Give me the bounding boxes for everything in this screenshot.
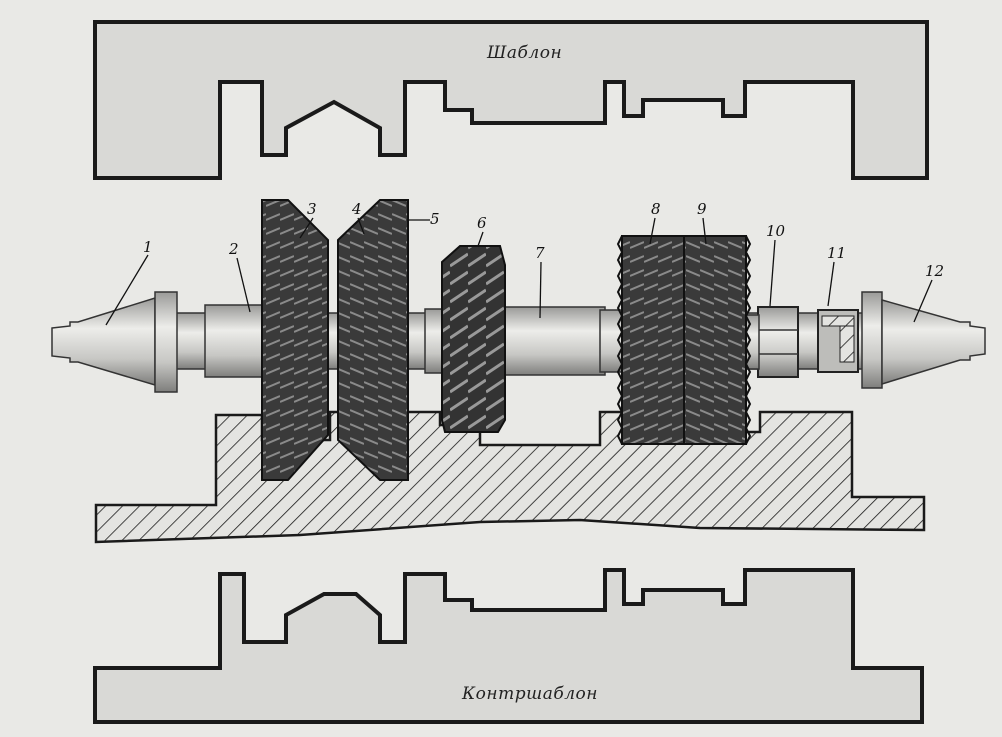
spacer-collar: [204, 304, 264, 378]
callout-11: 11: [827, 244, 847, 262]
callout-12: 12: [925, 262, 945, 280]
cutter-9: [683, 235, 747, 445]
spacer-collar: [504, 306, 606, 376]
template-label: Шаблон: [487, 43, 563, 63]
leader-lines: [105, 217, 933, 326]
hatched-base: [94, 410, 926, 544]
counter-template-outline: [93, 568, 924, 724]
callout-10: 10: [766, 222, 786, 240]
cutter-8: [621, 235, 685, 445]
right-flange: [861, 291, 883, 389]
callout-9: 9: [697, 200, 707, 218]
callout-1: 1: [143, 238, 153, 256]
cutter-4-5: [337, 199, 409, 481]
counter-template-label: Контршаблон: [462, 684, 598, 704]
callout-4: 4: [352, 200, 362, 218]
right-center-cone: [881, 299, 986, 386]
cutter-3: [261, 199, 329, 481]
callout-3: 3: [307, 200, 317, 218]
callout-7: 7: [535, 244, 545, 262]
clamping-nut: [757, 306, 799, 378]
left-flange: [154, 291, 178, 393]
callout-8: 8: [651, 200, 661, 218]
cutter-6: [441, 245, 506, 433]
left-center-cone: [51, 296, 156, 387]
callout-6: 6: [477, 214, 487, 232]
callout-5: 5: [430, 210, 440, 228]
callout-2: 2: [229, 240, 239, 258]
template-outline: [93, 20, 929, 180]
